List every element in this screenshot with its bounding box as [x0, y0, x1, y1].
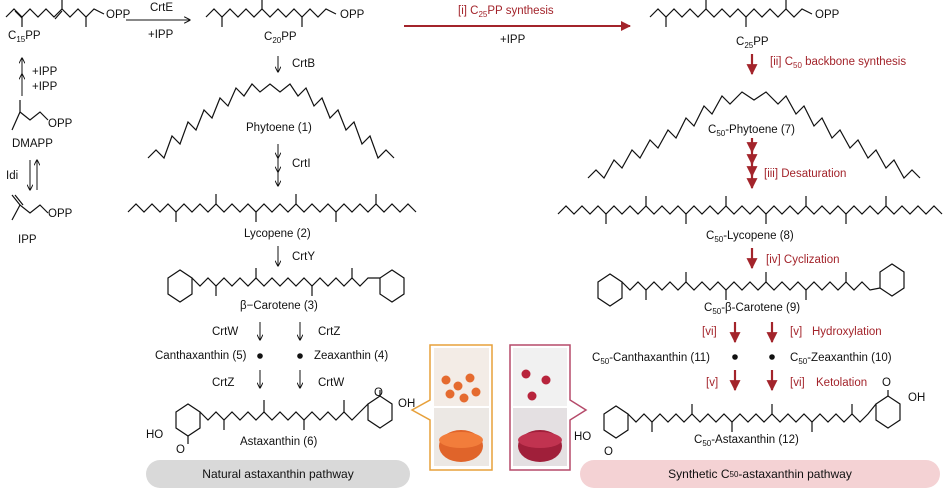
ipp-structure: [11, 194, 49, 221]
crtw-label-1: CrtW: [212, 326, 239, 338]
c50-lycopene-label: C50-Lycopene (8): [706, 230, 794, 244]
c20pp-label: C20PP: [264, 31, 297, 45]
c25pp-label: C25PP: [736, 36, 769, 50]
dmapp-opp-label: OPP: [48, 118, 73, 130]
natural-pathway-label: Natural astaxanthin pathway: [146, 460, 410, 488]
c50-astaxanthin-structure: [603, 390, 901, 439]
step-vi-label-a: [vi]: [702, 326, 717, 338]
ipp-up-label-2: +IPP: [32, 81, 58, 93]
crty-label: CrtY: [292, 251, 315, 263]
desaturation-label: [iii] Desaturation: [764, 168, 847, 180]
c50-zeaxanthin-dot: [769, 354, 775, 360]
c50-phytoene-label: C50-Phytoene (7): [708, 124, 795, 138]
c50-phytoene-structure: [587, 91, 921, 179]
canthaxanthin-dot: [257, 353, 263, 359]
phytoene-structure: [147, 83, 395, 160]
crtz-label-2: CrtZ: [212, 377, 235, 389]
beta-carotene-structure: [167, 268, 405, 303]
o-label-synthetic-left: O: [604, 446, 613, 458]
o-label-natural-left: O: [176, 444, 185, 456]
natural-photo-panel: [410, 344, 493, 471]
c50-astaxanthin-label: C50-Astaxanthin (12): [694, 434, 799, 448]
oh-label-synthetic: OH: [908, 392, 926, 404]
c25pp-structure: [649, 0, 813, 27]
crti-label: CrtI: [292, 158, 311, 170]
hydroxylation-label: Hydroxylation: [812, 326, 882, 338]
synthetic-photo-panel: [509, 344, 588, 471]
c50-beta-carotene-label: C50-β-Carotene (9): [704, 302, 801, 316]
ipp-opp-label: OPP: [48, 208, 73, 220]
astaxanthin-label: Astaxanthin (6): [240, 436, 318, 448]
step-v-label-a: [v]: [790, 326, 803, 338]
backbone-synthesis-label: [ii] C50 backbone synthesis: [770, 56, 907, 70]
step-v-label-b: [v]: [706, 377, 719, 389]
c15pp-label: C15PP: [8, 30, 41, 44]
dmapp-structure: [11, 100, 49, 131]
opp-label-c20: OPP: [340, 9, 365, 21]
zeaxanthin-dot: [297, 353, 303, 359]
ipp-label: IPP: [18, 234, 37, 246]
ipp-plus-label-1: +IPP: [148, 29, 174, 41]
c50-canthaxanthin-label: C50-Canthaxanthin (11): [592, 352, 711, 366]
opp-label-c25: OPP: [815, 9, 840, 21]
beta-carotene-label: β−Carotene (3): [240, 300, 318, 312]
c50-beta-carotene-structure: [597, 263, 905, 307]
c25pp-synthesis-label: [i] C25PP synthesis: [458, 5, 554, 19]
ho-label-synthetic: HO: [574, 431, 592, 443]
canthaxanthin-label: Canthaxanthin (5): [155, 350, 247, 362]
crtb-label: CrtB: [292, 58, 315, 70]
dmapp-label: DMAPP: [12, 138, 53, 150]
opp-label-c15: OPP: [106, 9, 131, 21]
crtz-label-1: CrtZ: [318, 326, 341, 338]
c20pp-structure: [205, 0, 337, 27]
ho-label-natural: HO: [146, 429, 164, 441]
astaxanthin-structure: [175, 390, 393, 444]
ipp-up-label-1: +IPP: [32, 66, 58, 78]
idi-label: Idi: [6, 170, 19, 182]
o-label-natural-right: O: [374, 387, 383, 399]
lycopene-label: Lycopene (2): [244, 228, 311, 240]
lycopene-structure: [127, 194, 417, 222]
o-label-synthetic-right: O: [882, 377, 891, 389]
c50-lycopene-structure: [557, 196, 943, 224]
c15pp-structure: [5, 0, 105, 27]
zeaxanthin-label: Zeaxanthin (4): [314, 350, 389, 362]
oh-label-natural: OH: [398, 398, 416, 410]
ketolation-label: Ketolation: [816, 377, 868, 389]
crte-label: CrtE: [150, 2, 173, 14]
crtw-label-2: CrtW: [318, 377, 345, 389]
c50-canthaxanthin-dot: [732, 354, 738, 360]
cyclization-label: [iv] Cyclization: [766, 254, 840, 266]
phytoene-label: Phytoene (1): [246, 122, 312, 134]
ipp-plus-label-synthetic: +IPP: [500, 34, 526, 46]
step-vi-label-b: [vi]: [790, 377, 805, 389]
c50-zeaxanthin-label: C50-Zeaxanthin (10): [790, 352, 892, 366]
